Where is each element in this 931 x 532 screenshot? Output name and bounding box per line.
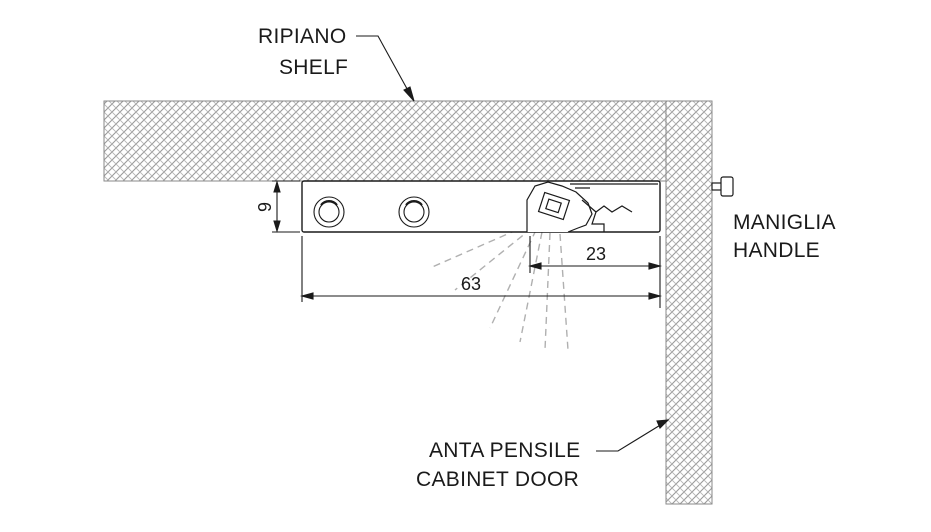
door-label-italian: ANTA PENSILE [429, 439, 581, 462]
dimension-length-value: 63 [461, 274, 481, 294]
led-module [526, 181, 658, 233]
shelf-label-english: SHELF [279, 56, 349, 79]
dimension-height [272, 180, 300, 233]
shelf-panel [103, 100, 667, 182]
handle-label-english: HANDLE [733, 239, 820, 262]
mounting-screw-left [313, 196, 345, 228]
door-label-english: CABINET DOOR [416, 468, 580, 491]
dimension-length [299, 236, 663, 302]
handle-label-italian: MANIGLIA [733, 211, 836, 234]
led-profile [301, 180, 661, 233]
dimension-offset-value: 23 [586, 244, 606, 264]
cabinet-door-panel [665, 100, 713, 505]
light-rays [429, 224, 569, 351]
door-leader [596, 419, 670, 452]
shelf-label-italian: RIPIANO [258, 25, 347, 48]
mounting-screw-right [398, 196, 430, 228]
dimension-height-value: 9 [255, 202, 275, 212]
handle-knob [711, 176, 734, 197]
shelf-leader [356, 35, 415, 102]
